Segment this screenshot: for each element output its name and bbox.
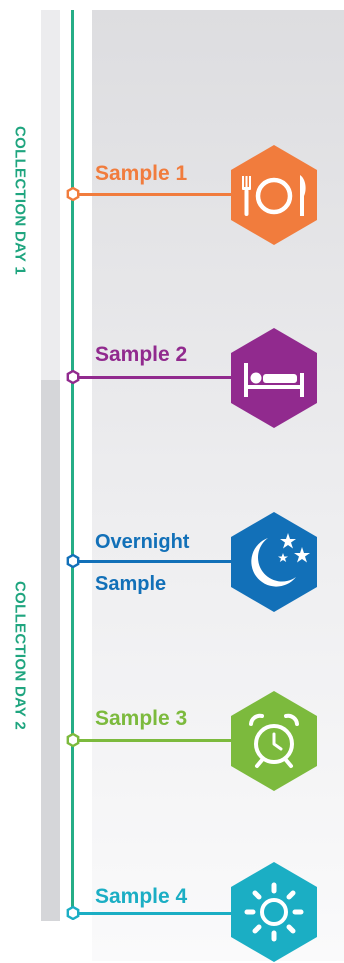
connector-line [79,193,231,196]
connector-line [79,739,231,742]
alarm-clock-icon [230,690,318,792]
node-hexagon-icon [66,554,80,568]
day-1-label-text: COLLECTION DAY 1 [11,125,29,275]
sample-label-line-2: Sample [95,573,167,595]
node-hexagon-icon [66,370,80,384]
sample-label: Sample 3 [95,707,188,730]
sample-label: Sample 2 [95,343,188,366]
connector-line [79,912,231,915]
day-2-label-text: COLLECTION DAY 2 [11,580,29,730]
timeline-axis [71,10,74,915]
plate-cutlery-icon [230,144,318,246]
connector-line [79,376,231,379]
bed-icon [230,327,318,429]
day-2-label: COLLECTION DAY 2 [0,530,40,780]
day-1-label: COLLECTION DAY 1 [0,80,40,320]
moon-stars-icon [230,511,318,613]
day-1-band [41,10,60,380]
sample-label-line-1: Overnight [95,531,190,553]
node-hexagon-icon [66,733,80,747]
sun-icon [230,861,318,963]
node-hexagon-icon [66,187,80,201]
sample-label: Sample 4 [95,885,188,908]
node-hexagon-icon [66,906,80,920]
day-2-band [41,380,60,921]
connector-line [79,560,231,563]
sample-label: Sample 1 [95,162,188,185]
